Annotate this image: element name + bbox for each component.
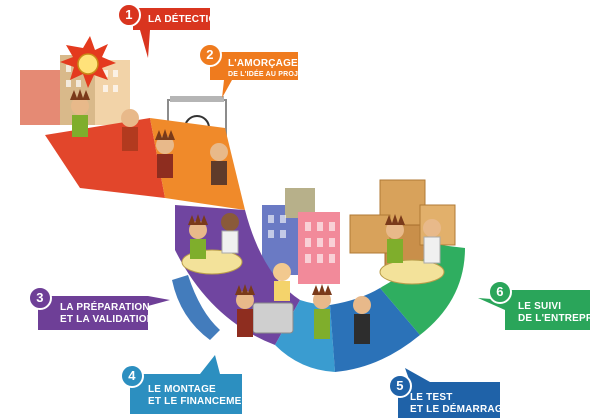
step-6-title: LE SUIVI [518,301,562,312]
step-4-title: LE MONTAGE [148,384,216,395]
step-5-number: 5 [388,374,412,398]
person-icon [121,109,139,151]
path-segment-6 [380,245,465,335]
person-icon [312,284,332,339]
tables [181,249,445,334]
step-6-subtitle: DE L'ENTREPRISE [518,313,600,324]
step-4-number: 4 [120,364,144,388]
step-3-subtitle: ET LA VALIDATION [60,314,155,325]
person-icon [385,214,405,263]
person-icon [70,89,90,137]
person-icon [423,219,441,264]
callout-shapes [38,8,590,418]
step-3-number: 3 [28,286,52,310]
step-3-title: LA PRÉPARATION [60,302,150,313]
person-icon [155,129,175,178]
lightbulb-icon [60,36,116,88]
path-segment-1 [45,118,165,198]
step-5-subtitle: ET LE DÉMARRAGE [410,404,510,415]
step-5-title: LE TEST [410,392,453,403]
person-icon [353,296,371,344]
people [70,89,441,344]
step-2-number: 2 [198,43,222,67]
path-segment-2 [150,118,245,210]
person-icon [188,214,208,259]
step-1-title: LA DÉTECTION [148,14,224,25]
person-icon [273,263,291,301]
person-icon [210,143,228,185]
person-icon [221,213,239,254]
step-6-number: 6 [488,280,512,304]
path-segment-5 [330,288,420,372]
person-icon [235,284,255,337]
step-2-subtitle: DE L'IDÉE AU PROJET [228,71,308,78]
step-4-subtitle: ET LE FINANCEMENT [148,396,256,407]
step-1-number: 1 [117,3,141,27]
step-2-title: L'AMORÇAGE [228,58,298,69]
